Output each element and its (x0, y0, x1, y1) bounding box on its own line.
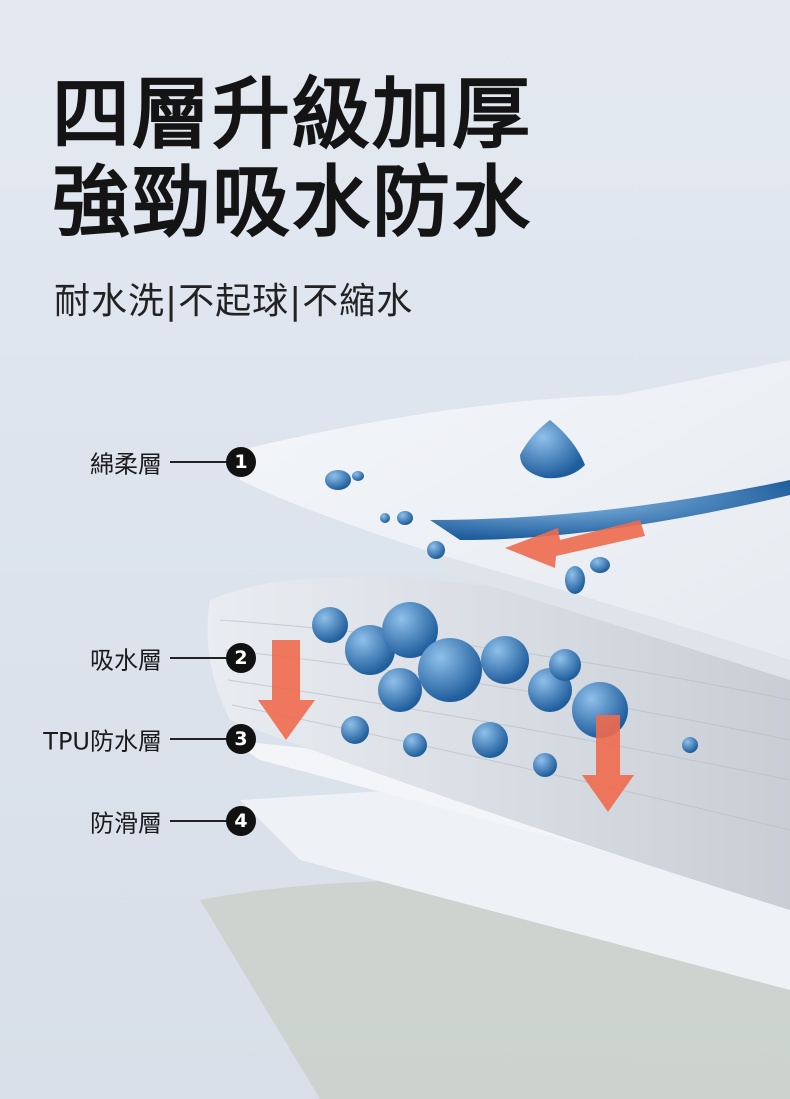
callout-line (170, 820, 228, 822)
callout-line (170, 738, 228, 740)
arrow-left (505, 520, 645, 568)
headline-line-2: 強勁吸水防水 (52, 158, 533, 248)
subtitle: 耐水洗|不起球|不縮水 (54, 281, 414, 322)
layer-label: 綿柔層 (90, 450, 162, 479)
callout-line (170, 461, 228, 463)
soft-top-layer (240, 360, 790, 660)
flow-arrows (258, 520, 645, 812)
water-drops (312, 420, 790, 777)
layer-label: TPU防水層 (43, 727, 162, 756)
arrow-down-1 (258, 640, 315, 740)
layer-number-badge: 3 (226, 724, 256, 754)
arrow-down-2 (582, 715, 634, 812)
headline-line-1: 四層升級加厚 (52, 70, 533, 160)
layer-label: 防滑層 (90, 809, 162, 838)
layer-label: 吸水層 (90, 646, 162, 675)
layer-number-badge: 2 (226, 643, 256, 673)
callout-line (170, 657, 228, 659)
layer-number-badge: 4 (226, 806, 256, 836)
layer-number-badge: 1 (226, 447, 256, 477)
